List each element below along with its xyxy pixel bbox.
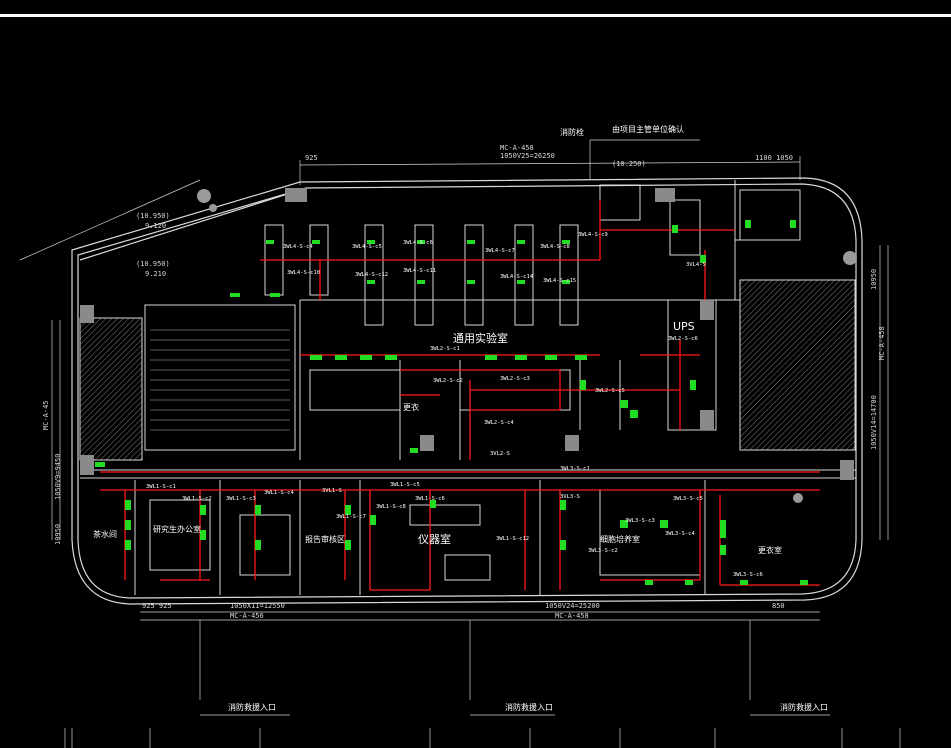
circuit-tag: 3WL1-S-c3 xyxy=(226,496,256,502)
circuit-tag: 3WL4-S-c5 xyxy=(352,244,382,250)
elev-3: (10.950) xyxy=(136,260,170,268)
circuit-tag: 3WL3-S-c1 xyxy=(560,466,590,472)
dim-bottom-r1: 850 xyxy=(772,602,785,610)
circuit-tag: 3WL1-S-c7 xyxy=(336,514,366,520)
circuit-tag: 3WL2-S-c1 xyxy=(430,346,460,352)
room-ups: UPS xyxy=(673,320,695,333)
circuit-tag: 3WL4-S-c12 xyxy=(355,272,388,278)
circuit-tag: 3WL1-S-c1 xyxy=(146,484,176,490)
title-frame-line xyxy=(0,14,951,17)
note-fire-entry-2: 消防救援入口 xyxy=(505,702,553,712)
circuit-tag: 3WL2-S-c4 xyxy=(484,420,514,426)
dim-left-axis: MC-A-45 xyxy=(42,400,50,430)
note-fire-entry-3: 消防救援入口 xyxy=(780,702,828,712)
circuit-tag: 3WL4-S-c15 xyxy=(543,278,576,284)
circuit-tag: 3WL2-S-c3 xyxy=(500,376,530,382)
circuit-tag: 3WL4-S-c9 xyxy=(578,232,608,238)
circuit-tag: 3WL4-S-c4 xyxy=(283,244,313,250)
circuit-tag: 3WL4-S-c11 xyxy=(403,268,436,274)
note-top2: 消防栓 xyxy=(560,127,584,137)
right-core-hatch xyxy=(739,279,856,451)
room-general-lab: 通用实验室 xyxy=(453,331,508,345)
circuit-tag: 3VL3-S xyxy=(560,494,580,500)
circuit-tag: 3WL2-S-c2 xyxy=(433,378,463,384)
circuit-tag: 3WL4-S-c14 xyxy=(500,274,534,280)
dim-top-mid: (10.250) xyxy=(612,160,646,168)
circuit-tag: 3WL2-S-c5 xyxy=(595,388,625,394)
dim-right-dim2: 10950 xyxy=(870,269,878,290)
dim-bottom-axis-right: MC-A-458 xyxy=(555,612,589,620)
left-stair-core xyxy=(144,304,296,451)
bottom-grid-ticks xyxy=(64,728,901,748)
green-devices xyxy=(95,220,808,585)
round-fixtures xyxy=(197,189,857,503)
elev-4: 9.210 xyxy=(145,270,166,278)
circuit-tag: 3WL3-S-c5 xyxy=(673,496,703,502)
circuit-tag: 3WL3-S-c6 xyxy=(733,572,763,578)
circuit-tag: 3WL1-S-c8 xyxy=(376,504,406,510)
circuit-tag: 3WL1-S-c6 xyxy=(415,496,445,502)
dim-left-dim: 1050V9=9450 xyxy=(54,454,62,500)
dim-top-total: 1050V25=26250 xyxy=(500,152,555,160)
circuit-tag: 3WL1-S-c5 xyxy=(390,482,420,488)
dim-top-axis: MC-A-458 xyxy=(500,144,534,152)
room-tea: 茶水间 xyxy=(93,529,117,539)
room-report-review: 报告审核区 xyxy=(305,534,345,544)
lab-benches xyxy=(149,224,701,581)
square-columns xyxy=(80,188,854,480)
dim-left-dim2: 10950 xyxy=(54,524,62,545)
dim-right-dim: 1050V14=14700 xyxy=(870,395,878,450)
dim-bottom-l1: 925 925 xyxy=(142,602,172,610)
circuit-tag: 3WL4-S-c8 xyxy=(540,244,570,250)
room-grad-office: 研究生办公室 xyxy=(153,524,201,534)
dim-bottom-axis-left: MC-A-456 xyxy=(230,612,264,620)
circuit-tag: 3WL4-S-c6 xyxy=(403,240,433,246)
dimension-lines xyxy=(19,139,889,716)
lighting-circuits xyxy=(100,200,820,591)
circuit-tag: 3WL3-S-c2 xyxy=(588,548,618,554)
note-top: 由项目主管单位确认 xyxy=(612,124,684,134)
elev-2: 9.120 xyxy=(145,222,166,230)
circuit-tag: 3VL1-S xyxy=(322,488,342,494)
note-fire-entry-1: 消防救援入口 xyxy=(228,702,276,712)
left-core-hatch xyxy=(79,317,143,461)
room-changing-1: 更衣 xyxy=(403,402,419,412)
room-cell-culture: 细胞培养室 xyxy=(600,534,640,544)
circuit-tag: 3WL3-S-c4 xyxy=(665,531,695,537)
circuit-tag: 3VL4-S xyxy=(686,262,706,268)
circuit-tag: 3WL3-S-c3 xyxy=(625,518,655,524)
circuit-tag: 3WL1-S-c2 xyxy=(182,496,212,502)
circuit-tag: 3WL2-S-c6 xyxy=(668,336,698,342)
stair-treads-left xyxy=(150,329,290,431)
elev-1: (10.950) xyxy=(136,212,170,220)
room-changing-2: 更衣室 xyxy=(758,545,782,555)
circuit-tag: 3WL4-S-c7 xyxy=(485,248,515,254)
interior-walls xyxy=(80,180,856,595)
circuit-tag: 3WL1-S-c12 xyxy=(496,536,529,542)
building-outline xyxy=(71,177,863,605)
room-instrument: 仪器室 xyxy=(418,532,451,546)
dim-right-axis: MC-A-458 xyxy=(878,326,886,360)
dim-top-right: 1100 1050 xyxy=(755,154,793,162)
circuit-tag: 3WL4-S-c10 xyxy=(287,270,320,276)
circuit-tag: 3WL1-S-c4 xyxy=(264,490,294,496)
dim-bottom-left: 1050X11=12550 xyxy=(230,602,285,610)
circuit-tag: 3VL2-S xyxy=(490,451,510,457)
dim-bottom-right: 1050V24=25200 xyxy=(545,602,600,610)
dim-top-left: 925 xyxy=(305,154,318,162)
